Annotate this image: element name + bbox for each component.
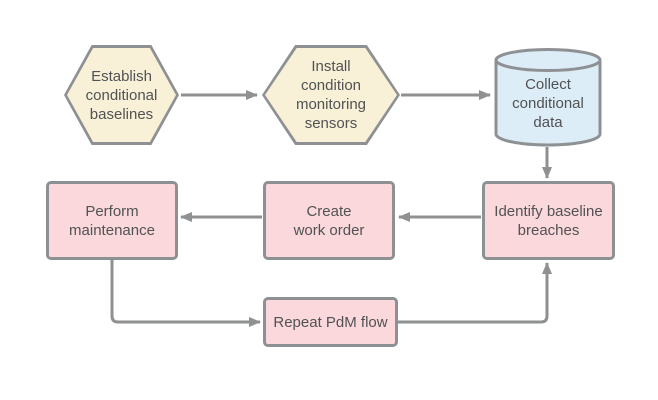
connector-repeat-to-identify	[398, 262, 552, 324]
node-label: Identify baseline breaches	[494, 202, 603, 239]
hexagon-fill	[265, 48, 397, 142]
node-label: Repeat PdM flow	[273, 313, 388, 331]
cylinder-shape	[494, 48, 602, 147]
hexagon-fill	[67, 48, 176, 142]
node-identify-breaches: Identify baseline breaches	[482, 181, 615, 260]
connector-perform-to-repeat	[110, 259, 261, 327]
node-label: Install condition monitoring sensors	[295, 58, 367, 132]
node-perform-maintenance: Perform maintenance	[46, 181, 178, 260]
node-label: Create work order	[293, 202, 365, 239]
node-label: Perform maintenance	[69, 202, 155, 239]
node-label: Establish conditional baselines	[85, 67, 158, 123]
node-label: Collect conditional data	[512, 76, 584, 131]
node-repeat-pdm-flow: Repeat PdM flow	[263, 297, 398, 347]
node-install-sensors: Install condition monitoring sensors	[262, 45, 400, 145]
node-create-work-order: Create work order	[263, 181, 395, 260]
node-collect-data: Collect conditional data	[494, 48, 602, 147]
node-establish-baselines: Establish conditional baselines	[64, 45, 179, 145]
